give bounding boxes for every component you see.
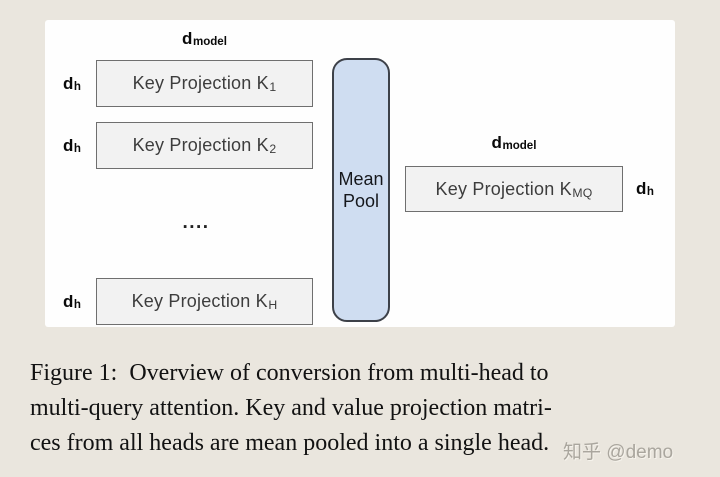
dmodel-subscript: model bbox=[192, 36, 227, 49]
key-projection-kmq-label: Key Projection K bbox=[435, 178, 572, 199]
k2-subscript: 2 bbox=[269, 142, 277, 157]
dh-base: d bbox=[636, 179, 647, 198]
dh-subscript: h bbox=[73, 142, 81, 155]
caption-line-2: multi-query attention. Key and value pro… bbox=[30, 395, 552, 421]
dmodel-subscript: model bbox=[502, 140, 537, 153]
dmodel-base: d bbox=[491, 133, 502, 152]
kh-subscript: H bbox=[268, 298, 278, 313]
dh-base: d bbox=[63, 291, 74, 311]
key-projection-kh-label: Key Projection K bbox=[131, 291, 268, 311]
heads-ellipsis: .... bbox=[182, 212, 210, 233]
k1-subscript: 1 bbox=[269, 80, 277, 95]
dh-subscript: h bbox=[73, 80, 81, 93]
kmq-subscript: MQ bbox=[572, 185, 593, 200]
zhihu-watermark: 知乎 @demo bbox=[563, 442, 674, 463]
dh-base: d bbox=[63, 73, 74, 93]
dmodel-base: d bbox=[182, 29, 193, 48]
caption-line-3: ces from all heads are mean pooled into … bbox=[30, 430, 550, 456]
dh-subscript: h bbox=[646, 186, 654, 199]
mean-pool-box: Mean Pool bbox=[332, 58, 390, 322]
caption-line-1: Figure 1: Overview of conversion from mu… bbox=[30, 360, 549, 386]
key-projection-k2-label: Key Projection K bbox=[132, 135, 269, 155]
dh-base: d bbox=[63, 135, 74, 155]
dh-subscript: h bbox=[73, 298, 81, 311]
figure-caption: Figure 1: Overview of conversion from mu… bbox=[30, 356, 552, 461]
key-projection-k1-label: Key Projection K bbox=[132, 73, 269, 93]
mean-pool-label-line1: Mean bbox=[338, 168, 384, 189]
mean-pool-label-line2: Pool bbox=[342, 191, 380, 211]
